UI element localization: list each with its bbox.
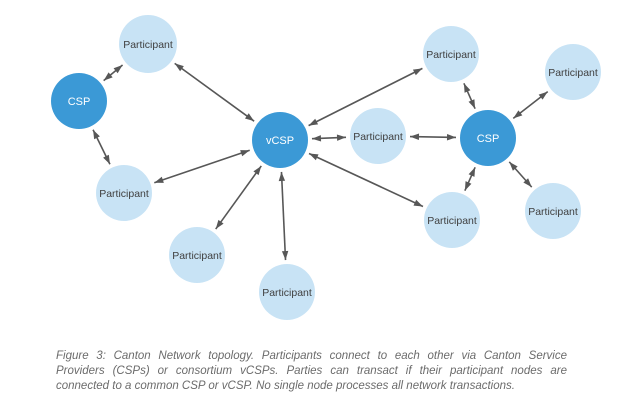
- node-label: Participant: [262, 287, 312, 299]
- edge-line: [154, 149, 250, 184]
- node-label: Participant: [528, 206, 578, 218]
- node-label: Participant: [353, 131, 403, 143]
- arrowhead-icon: [409, 133, 420, 140]
- node-participant-bottom-right-1: Participant: [424, 192, 480, 248]
- edge-vcsp--participant-middle: [311, 134, 347, 142]
- arrowhead-icon: [93, 129, 100, 140]
- figure-caption-line: Providers (CSPs) or consortium vCSPs. Pa…: [56, 365, 567, 377]
- figure-caption-line: Figure 3: Canton Network topology. Parti…: [56, 350, 567, 362]
- edge-participant-left--vcsp: [154, 149, 250, 184]
- edge-participant-top-middle--csp-right: [463, 82, 476, 110]
- node-participant-bottom-1: Participant: [169, 227, 225, 283]
- arrowhead-icon: [464, 181, 472, 191]
- node-participant-top-left: Participant: [119, 15, 177, 73]
- participant-node-circle: [96, 165, 152, 221]
- arrowhead-icon: [468, 99, 476, 109]
- csp-node-circle: [51, 73, 107, 129]
- arrowhead-icon: [309, 153, 319, 161]
- arrowhead-icon: [154, 176, 164, 183]
- arrowhead-icon: [103, 72, 113, 81]
- arrowhead-icon: [103, 154, 110, 165]
- arrowhead-icon: [253, 165, 262, 176]
- arrowhead-icon: [538, 91, 548, 100]
- node-participant-left: Participant: [96, 165, 152, 221]
- node-label: Participant: [172, 250, 222, 262]
- node-label: Participant: [427, 215, 477, 227]
- node-label: vCSP: [266, 135, 294, 147]
- edge-vcsp--participant-bottom-2: [278, 171, 289, 261]
- topology-svg: CSPParticipantParticipantvCSPParticipant…: [51, 15, 601, 320]
- arrowhead-icon: [215, 219, 224, 230]
- participant-node-circle: [424, 192, 480, 248]
- participant-node-circle: [545, 44, 601, 100]
- figure-caption: Figure 3: Canton Network topology. Parti…: [56, 349, 567, 394]
- arrowhead-icon: [113, 65, 123, 74]
- arrowhead-icon: [281, 250, 289, 261]
- participant-node-circle: [423, 26, 479, 82]
- arrowhead-icon: [523, 178, 532, 188]
- arrowhead-icon: [311, 135, 322, 142]
- edge-participant-top-right--csp-right: [512, 90, 549, 120]
- node-participant-top-middle: Participant: [423, 26, 479, 82]
- arrowhead-icon: [513, 110, 523, 119]
- edge-vcsp--participant-top-middle: [308, 67, 423, 127]
- edge-csp-right--participant-bottom-right-2: [508, 161, 533, 188]
- participant-node-circle: [119, 15, 177, 73]
- node-label: Participant: [426, 49, 476, 61]
- node-label: Participant: [548, 67, 598, 79]
- arrowhead-icon: [463, 83, 471, 93]
- arrowhead-icon: [244, 113, 255, 122]
- node-vcsp: vCSP: [252, 112, 308, 168]
- arrowhead-icon: [240, 150, 250, 157]
- participant-node-circle: [350, 108, 406, 164]
- node-csp-left: CSP: [51, 73, 107, 129]
- node-csp-right: CSP: [460, 110, 516, 166]
- arrowhead-icon: [468, 167, 476, 177]
- edge-csp-left--participant-top-left: [103, 64, 124, 82]
- node-participant-bottom-2: Participant: [259, 264, 315, 320]
- arrowhead-icon: [308, 118, 319, 126]
- node-participant-middle: Participant: [350, 108, 406, 164]
- node-participant-top-right: Participant: [545, 44, 601, 100]
- arrowhead-icon: [446, 134, 457, 141]
- edge-vcsp--participant-bottom-right-1: [308, 152, 424, 208]
- edge-line: [308, 67, 423, 127]
- arrowhead-icon: [174, 63, 184, 72]
- edge-line: [174, 62, 255, 122]
- node-label: Participant: [123, 39, 173, 51]
- edge-vcsp--participant-bottom-1: [215, 165, 262, 230]
- csp-node-circle: [252, 112, 308, 168]
- edge-line: [280, 171, 287, 261]
- arrowhead-icon: [412, 68, 423, 76]
- participant-node-circle: [525, 183, 581, 239]
- participant-node-circle: [169, 227, 225, 283]
- arrowhead-icon: [413, 199, 423, 207]
- edge-participant-top-left--vcsp: [174, 62, 255, 122]
- arrowhead-icon: [509, 161, 518, 171]
- edge-csp-left--participant-left: [92, 129, 111, 165]
- edge-participant-middle--csp-right: [409, 133, 457, 141]
- node-label: CSP: [68, 96, 91, 108]
- node-label: CSP: [477, 133, 500, 145]
- participant-node-circle: [259, 264, 315, 320]
- csp-node-circle: [460, 110, 516, 166]
- arrowhead-icon: [336, 134, 347, 141]
- node-label: Participant: [99, 188, 149, 200]
- edge-csp-right--participant-bottom-right-1: [464, 166, 476, 192]
- figure-caption-line: connected to a common CSP or vCSP. No si…: [56, 380, 515, 392]
- edge-line: [215, 165, 262, 230]
- edge-line: [308, 152, 424, 208]
- node-participant-bottom-right-2: Participant: [525, 183, 581, 239]
- arrowhead-icon: [278, 171, 286, 182]
